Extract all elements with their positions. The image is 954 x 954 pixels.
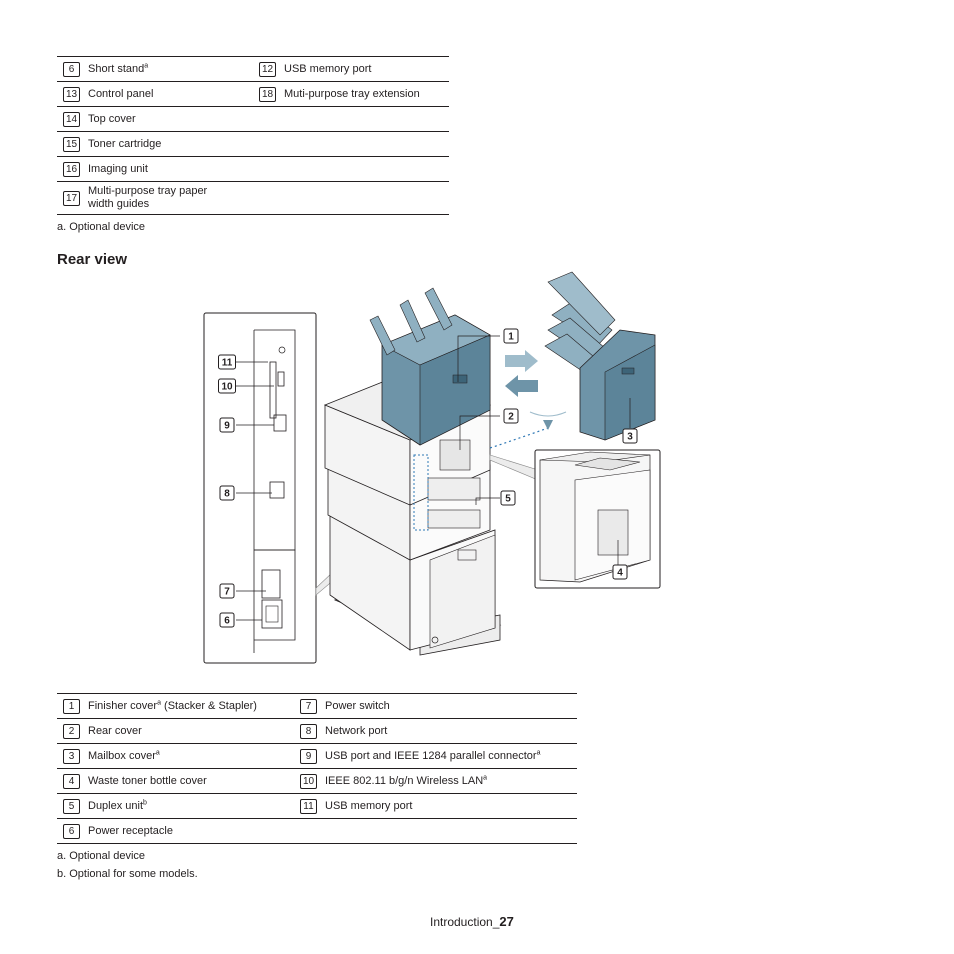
callout-label: 6 (224, 616, 230, 627)
mailbox-illustration (544, 271, 656, 441)
footnote: a. Optional device (57, 221, 146, 233)
callout-number: 18 (259, 86, 276, 102)
footnote-marker: b (143, 798, 147, 806)
table-row: 14 Top cover (57, 107, 449, 132)
footnote-marker: a (155, 748, 160, 756)
part-label: Mailbox cover (88, 749, 156, 762)
callout-number: 4 (63, 773, 80, 789)
footnote-marker: a (483, 773, 488, 781)
footnote-marker: a (536, 748, 541, 756)
callout-badge (219, 583, 235, 599)
part-label: USB memory port (284, 62, 372, 75)
callout-number: 16 (63, 161, 80, 177)
callout-number: 11 (300, 798, 317, 814)
callout-number: 12 (259, 61, 276, 77)
footnote: a. Optional device (57, 850, 146, 862)
part-label-suffix: (Stacker & Stapler) (160, 699, 257, 712)
printer-illustration (323, 287, 502, 656)
table-row: 13 Control panel 18 Muti-purpose tray exte… (57, 82, 449, 107)
part-label: Control panel (88, 87, 154, 100)
callout-label: 3 (627, 432, 633, 443)
part-label: Short stand (88, 62, 145, 75)
callout-label: 4 (617, 568, 623, 579)
callout-badge (503, 328, 519, 344)
part-label: Multi-purpose tray paper width guides (88, 185, 208, 210)
part-label: Top cover (88, 112, 136, 125)
callout-badge (622, 428, 638, 444)
callout-badge (219, 485, 235, 501)
page-number: 27 (499, 914, 514, 929)
callout-number: 6 (63, 61, 80, 77)
callout-number: 14 (63, 111, 80, 127)
callout-number: 17 (63, 190, 80, 206)
callout-label: 10 (221, 382, 233, 393)
callout-number: 1 (63, 698, 80, 714)
part-label: Imaging unit (88, 162, 148, 175)
callout-badge (218, 378, 236, 394)
callout-number: 3 (63, 748, 80, 764)
callout-badge (503, 408, 519, 424)
callout-number: 8 (300, 723, 317, 739)
part-label: Muti-purpose tray extension (284, 87, 420, 100)
footnote: b. Optional for some models. (57, 868, 198, 880)
part-label: Power switch (325, 699, 390, 712)
footer-section: Introduction_ (430, 915, 500, 929)
callout-badge (219, 417, 235, 433)
footnote-marker: a (157, 698, 161, 706)
callout-badge (219, 612, 235, 628)
callout-number: 15 (63, 136, 80, 152)
callout-label: 8 (224, 489, 230, 500)
part-label: Toner cartridge (88, 137, 162, 150)
table-row: 17 Multi-purpose tray paper width guides (57, 182, 449, 215)
page-footer: Introduction_27 (430, 914, 514, 929)
callout-number: 9 (300, 748, 317, 764)
waste-toner-inset (489, 449, 661, 589)
section-title: Rear view (57, 251, 128, 268)
part-label: USB memory port (325, 799, 413, 812)
callout-number: 13 (63, 86, 80, 102)
callout-label: 2 (508, 412, 514, 423)
part-label: Network port (325, 724, 388, 737)
callout-label: 11 (222, 358, 233, 369)
callout-number: 2 (63, 723, 80, 739)
callout-label: 5 (505, 494, 511, 505)
callout-badge (500, 490, 516, 506)
part-label: Finisher cover (88, 699, 158, 712)
table-row: 6 Short standa 12 USB memory port (57, 57, 449, 82)
callout-number: 7 (300, 698, 317, 714)
part-label: Waste toner bottle cover (88, 774, 207, 787)
part-label: Power receptacle (88, 824, 173, 837)
callout-number: 5 (63, 798, 80, 814)
part-label: IEEE 802.11 b/g/n Wireless LAN (325, 774, 484, 787)
callout-number: 10 (300, 773, 317, 789)
part-label: Rear cover (88, 724, 142, 737)
callout-label: 9 (224, 421, 230, 432)
arrow-icon (505, 350, 538, 397)
part-label: Duplex unit (88, 799, 144, 812)
table-row: 2 Rear cover 8 Network port (57, 719, 577, 744)
callout-badge (612, 564, 628, 580)
table-row: 5 Duplex unitb 11 USB memory port (57, 794, 577, 819)
table-row: 15 Toner cartridge (57, 132, 449, 157)
table-row: 1 Finisher covera (Stacker & Stapler) 7 Po… (57, 694, 577, 719)
callout-number: 6 (63, 823, 80, 839)
callout-label: 1 (508, 332, 514, 343)
callout-badge (218, 354, 236, 370)
part-label: USB port and IEEE 1284 parallel connecto… (325, 749, 537, 762)
table-row: 4 Waste toner bottle cover 10 IEEE 802.11 … (57, 769, 577, 794)
top-parts-table: 6 Short standa 12 USB memory port 13 Contro… (57, 56, 449, 215)
connector-panel-inset (203, 312, 317, 664)
table-row: 16 Imaging unit (57, 157, 449, 182)
footnote-marker: a (144, 61, 149, 69)
table-row: 6 Power receptacle (57, 819, 577, 844)
callout-label: 7 (224, 587, 230, 598)
